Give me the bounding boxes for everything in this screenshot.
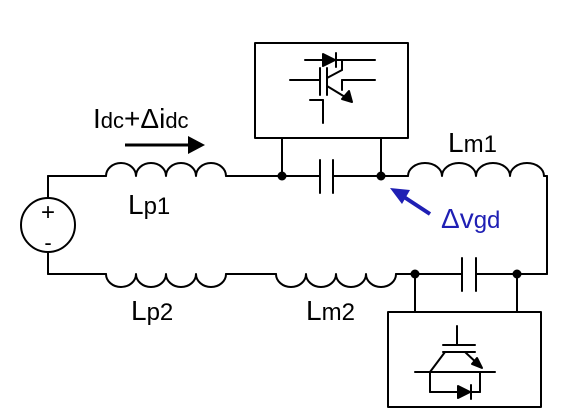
lm2-label: Lm2 <box>306 295 355 326</box>
lp2-label: Lp2 <box>131 295 173 326</box>
junction-dot <box>410 269 420 279</box>
lower-igbt-icon <box>414 325 496 400</box>
source-plus-label: + <box>41 199 55 226</box>
inductor-lm2 <box>275 273 397 288</box>
lower-switch-box <box>387 311 542 408</box>
source-minus-label: - <box>44 230 51 255</box>
voltage-arrow-head <box>390 188 410 204</box>
current-label: Idc+Δidc <box>93 103 189 134</box>
junction-dot <box>376 171 386 181</box>
inductor-lm1 <box>407 162 545 177</box>
upper-igbt-icon <box>289 52 376 124</box>
lp1-label: Lp1 <box>128 189 170 220</box>
voltage-label: Δvgd <box>441 203 500 234</box>
inductor-lp1 <box>105 162 227 177</box>
junction-dot <box>277 171 287 181</box>
upper-switch-box <box>254 42 409 139</box>
inductor-lp2 <box>105 273 227 288</box>
junction-dot <box>512 269 522 279</box>
lm1-label: Lm1 <box>448 127 497 158</box>
voltage-arrow <box>402 195 432 216</box>
current-arrow-head <box>188 136 205 154</box>
